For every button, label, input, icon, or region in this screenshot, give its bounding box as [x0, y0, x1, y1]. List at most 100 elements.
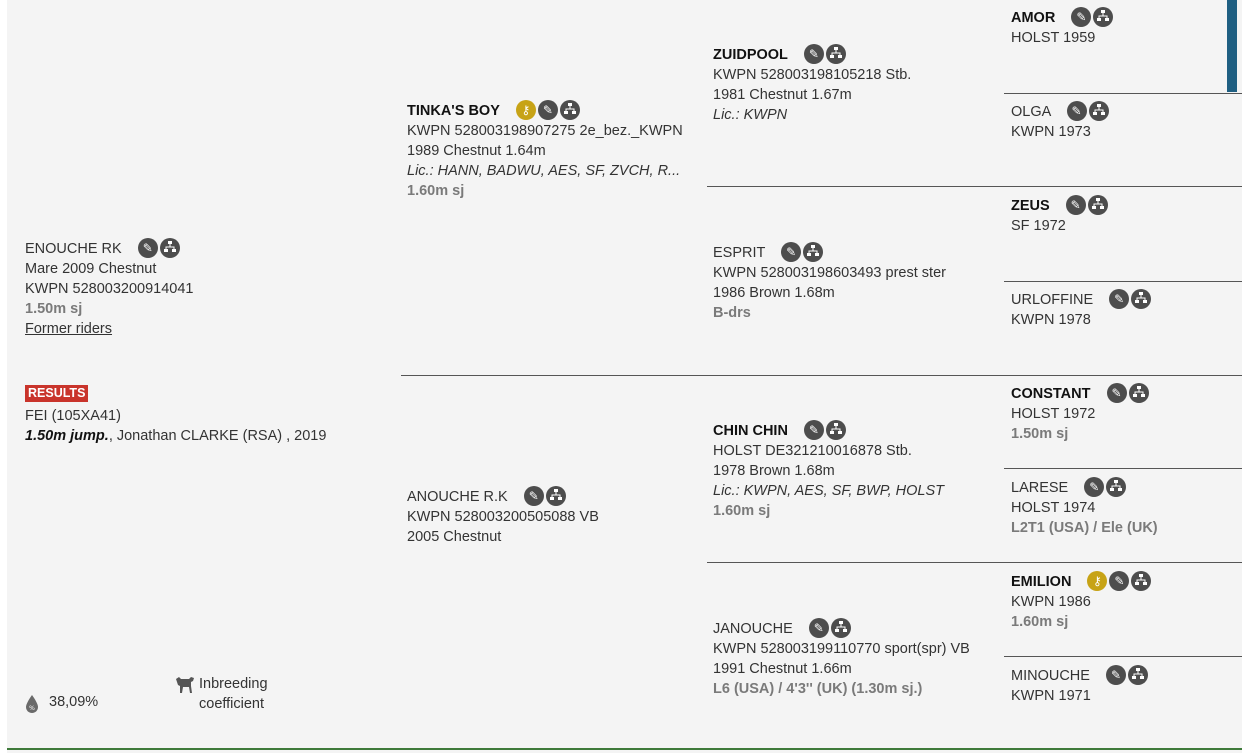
sire-sire-licences: Lic.: KWPN — [713, 107, 788, 123]
pedigree-tree-icon[interactable] — [1106, 477, 1127, 498]
pedigree-tree-icon[interactable] — [1093, 7, 1114, 28]
pedigree-tree-icon[interactable] — [559, 100, 580, 121]
pedigree-tree-icon[interactable] — [545, 486, 566, 507]
ss-dam-info: KWPN 1973 — [1011, 124, 1091, 140]
pedigree-tree-icon[interactable] — [830, 618, 851, 639]
ds-sire-card: CONSTANT ✎ HOLST 1972 1.50m sj — [1011, 383, 1151, 444]
pencil-icon[interactable]: ✎ — [523, 486, 544, 507]
sd-dam-info: KWPN 1978 — [1011, 312, 1091, 328]
right-margin — [1242, 0, 1245, 753]
pencil-icon[interactable]: ✎ — [1105, 665, 1126, 686]
dam-sire-info-1: HOLST DE321210016878 Stb. — [713, 443, 912, 459]
pencil-icon[interactable]: ✎ — [1109, 289, 1130, 310]
pencil-icon[interactable]: ✎ — [808, 618, 829, 639]
stallion-key-icon[interactable]: ⚷ — [1087, 571, 1108, 592]
pedigree-tree-icon[interactable] — [1088, 101, 1109, 122]
ds-sire-info: HOLST 1972 — [1011, 406, 1096, 422]
sire-info-1: KWPN 528003198907275 2e_bez._KWPN — [407, 123, 683, 139]
ds-dam-card: LARESE ✎ HOLST 1974 L2T1 (USA) / Ele (UK… — [1011, 477, 1158, 538]
pedigree-tree-icon[interactable] — [1128, 383, 1149, 404]
sire-name[interactable]: TINKA'S BOY — [407, 103, 500, 119]
pencil-icon[interactable]: ✎ — [1084, 477, 1105, 498]
dam-sire-level: 1.60m sj — [713, 503, 771, 519]
results-badge[interactable]: RESULTS — [25, 385, 89, 402]
sire-sire-info-2: 1981 Chestnut 1.67m — [713, 87, 852, 103]
divider-gen3-d — [1004, 656, 1242, 657]
inbreeding-label: Inbreeding coefficient — [199, 676, 268, 712]
pedigree-tree-icon[interactable] — [1127, 665, 1148, 686]
ss-sire-card: AMOR ✎ HOLST 1959 — [1011, 7, 1115, 48]
horse-name[interactable]: ENOUCHE RK — [25, 241, 122, 257]
dd-sire-info: KWPN 1986 — [1011, 594, 1091, 610]
pedigree-tree-icon[interactable] — [803, 242, 824, 263]
sire-dam-level: B-drs — [713, 305, 751, 321]
pedigree-tree-icon[interactable] — [1131, 289, 1152, 310]
ss-sire-info: HOLST 1959 — [1011, 30, 1096, 46]
dd-dam-info: KWPN 1971 — [1011, 688, 1091, 704]
pencil-icon[interactable]: ✎ — [803, 420, 824, 441]
sire-dam-info-1: KWPN 528003198603493 prest ster — [713, 265, 946, 281]
bottom-divider — [7, 748, 1242, 750]
pedigree-tree-icon[interactable] — [825, 44, 846, 65]
divider-gen3-a — [1004, 93, 1242, 94]
divider-gen3-c — [1004, 468, 1242, 469]
stallion-key-icon[interactable]: ⚷ — [515, 100, 536, 121]
pencil-icon[interactable]: ✎ — [803, 44, 824, 65]
divider-gen2-b — [707, 562, 1242, 563]
sire-sire-name[interactable]: ZUIDPOOL — [713, 47, 788, 63]
dam-name[interactable]: ANOUCHE R.K — [407, 489, 508, 505]
ds-dam-level: L2T1 (USA) / Ele (UK) — [1011, 520, 1158, 536]
ss-dam-name[interactable]: OLGA — [1011, 104, 1051, 120]
pedigree-tree-icon[interactable] — [1131, 571, 1152, 592]
divider-gen2-a — [707, 186, 1242, 187]
divider-sire-dam — [401, 375, 1242, 376]
dam-dam-info-1: KWPN 528003199110770 sport(spr) VB — [713, 641, 970, 657]
inbreeding-value: 38,09% — [49, 694, 99, 710]
pencil-icon[interactable]: ✎ — [1071, 7, 1092, 28]
sire-dam-name[interactable]: ESPRIT — [713, 245, 766, 261]
svg-text:%: % — [29, 705, 35, 712]
dam-dam-info-2: 1991 Chestnut 1.66m — [713, 661, 852, 677]
sd-dam-name[interactable]: URLOFFINE — [1011, 292, 1094, 308]
pencil-icon[interactable]: ✎ — [137, 238, 158, 259]
results-event-rider: , Jonathan CLARKE (RSA) , 2019 — [108, 428, 327, 444]
dam-sire-card: CHIN CHIN ✎ HOLST DE321210016878 Stb. 19… — [713, 420, 944, 521]
sd-dam-card: URLOFFINE ✎ KWPN 1978 — [1011, 289, 1153, 330]
horse-info-1: Mare 2009 Chestnut — [25, 261, 157, 277]
sire-dam-info-2: 1986 Brown 1.68m — [713, 285, 835, 301]
results-fei: FEI (105XA41) — [25, 408, 121, 424]
inbreeding-drop-icon: % — [26, 695, 38, 713]
scrollbar-thumb[interactable] — [1227, 0, 1237, 92]
former-riders-link[interactable]: Former riders — [25, 321, 113, 337]
sire-sire-info-1: KWPN 528003198105218 Stb. — [713, 67, 912, 83]
dd-sire-name[interactable]: EMILION — [1011, 574, 1072, 590]
pencil-icon[interactable]: ✎ — [1106, 383, 1127, 404]
sd-sire-name[interactable]: ZEUS — [1011, 198, 1050, 214]
pencil-icon[interactable]: ✎ — [781, 242, 802, 263]
dam-sire-name[interactable]: CHIN CHIN — [713, 423, 788, 439]
ds-sire-level: 1.50m sj — [1011, 426, 1069, 442]
sire-level: 1.60m sj — [407, 183, 465, 199]
dam-info-1: KWPN 528003200505088 VB — [407, 509, 599, 525]
dd-sire-level: 1.60m sj — [1011, 614, 1069, 630]
pencil-icon[interactable]: ✎ — [1109, 571, 1130, 592]
results-block: FEI (105XA41) 1.50m jump., Jonathan CLAR… — [25, 406, 326, 446]
horse-level: 1.50m sj — [25, 301, 83, 317]
dam-dam-name[interactable]: JANOUCHE — [713, 621, 793, 637]
ds-sire-name[interactable]: CONSTANT — [1011, 386, 1091, 402]
pencil-icon[interactable]: ✎ — [1065, 195, 1086, 216]
ss-sire-name[interactable]: AMOR — [1011, 10, 1056, 26]
dam-info-2: 2005 Chestnut — [407, 529, 502, 545]
pencil-icon[interactable]: ✎ — [537, 100, 558, 121]
pedigree-tree-icon[interactable] — [825, 420, 846, 441]
pedigree-tree-icon[interactable] — [1087, 195, 1108, 216]
dd-dam-name[interactable]: MINOUCHE — [1011, 668, 1090, 684]
pedigree-tree-icon[interactable] — [159, 238, 180, 259]
divider-gen3-b — [1004, 281, 1242, 282]
dam-sire-info-2: 1978 Brown 1.68m — [713, 463, 835, 479]
dd-dam-card: MINOUCHE ✎ KWPN 1971 — [1011, 665, 1150, 706]
sire-dam-card: ESPRIT ✎ KWPN 528003198603493 prest ster… — [713, 242, 946, 323]
pencil-icon[interactable]: ✎ — [1066, 101, 1087, 122]
ds-dam-name[interactable]: LARESE — [1011, 480, 1069, 496]
